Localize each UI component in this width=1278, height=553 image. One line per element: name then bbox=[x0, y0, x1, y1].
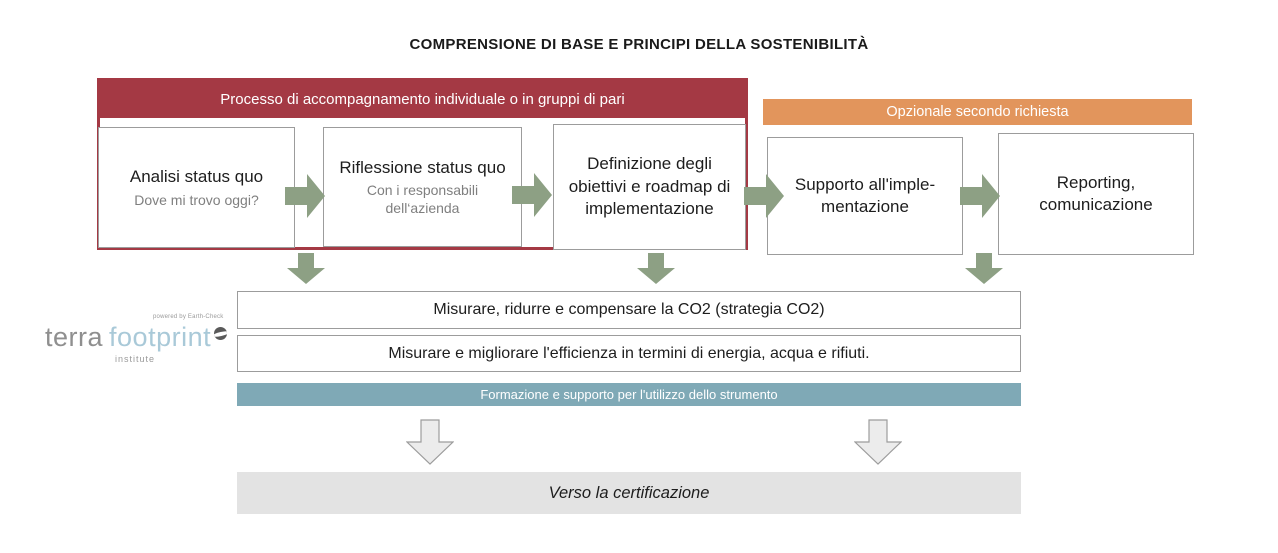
arrow-down-icon bbox=[287, 253, 325, 284]
step-subtitle: Con i responsabili dell‘azienda bbox=[366, 182, 479, 217]
step-box-riflessione-status-quo: Riflessione status quo Con i responsabil… bbox=[323, 127, 522, 247]
step-box-supporto-implementazione: Supporto all'imple- mentazione bbox=[767, 137, 963, 255]
arrow-right-icon bbox=[285, 174, 325, 218]
logo-institute-text: institute bbox=[115, 354, 156, 364]
step-box-reporting-comunicazione: Reporting, comunicazione bbox=[998, 133, 1194, 255]
arrow-right-icon bbox=[960, 174, 1000, 218]
powered-by-label: powered by Earth-Check bbox=[153, 314, 224, 320]
logo-terra-text: terra bbox=[45, 322, 104, 352]
step-box-analisi-status-quo: Analisi status quo Dove mi trovo oggi? bbox=[98, 127, 295, 248]
co2-strategy-band: Misurare, ridurre e compensare la CO2 (s… bbox=[237, 291, 1021, 329]
step-title: Definizione degli obiettivi e roadmap di… bbox=[568, 154, 731, 219]
arrow-down-icon bbox=[965, 253, 1003, 284]
step-subtitle: Dove mi trovo oggi? bbox=[134, 191, 259, 208]
training-band: Formazione e supporto per l'utilizzo del… bbox=[237, 383, 1021, 406]
efficiency-band: Misurare e migliorare l'efficienza in te… bbox=[237, 335, 1021, 372]
arrow-right-icon bbox=[512, 173, 552, 217]
page-title: COMPRENSIONE DI BASE E PRINCIPI DELLA SO… bbox=[409, 36, 869, 53]
arrow-down-outline-icon bbox=[405, 419, 455, 465]
certification-band: Verso la certificazione bbox=[237, 472, 1021, 514]
earthcheck-circle-icon bbox=[214, 326, 228, 340]
process-band: Processo di accompagnamento individuale … bbox=[100, 81, 745, 118]
step-title: Reporting, comunicazione bbox=[1039, 172, 1153, 214]
step-title: Supporto all'imple- mentazione bbox=[794, 174, 936, 216]
optional-band: Opzionale secondo richiesta bbox=[763, 99, 1192, 125]
step-title: Analisi status quo bbox=[129, 167, 264, 187]
logo-footprint-text: footprint bbox=[109, 322, 212, 352]
step-box-definizione-obiettivi: Definizione degli obiettivi e roadmap di… bbox=[553, 124, 746, 250]
step-title: Riflessione status quo bbox=[339, 157, 506, 177]
arrow-down-icon bbox=[637, 253, 675, 284]
arrow-right-icon bbox=[744, 174, 784, 218]
arrow-down-outline-icon bbox=[853, 419, 903, 465]
